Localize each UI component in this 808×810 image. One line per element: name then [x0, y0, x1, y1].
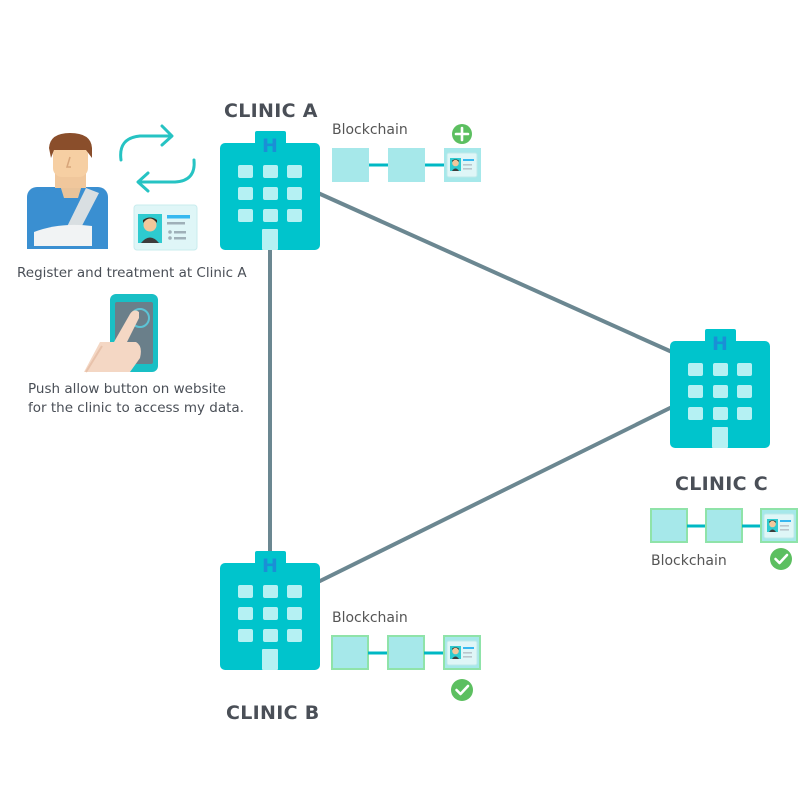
clinic-b-title: CLINIC B — [226, 702, 320, 724]
clinic-c-title: CLINIC C — [675, 473, 768, 495]
connection-lines — [268, 191, 673, 584]
link-a-c — [317, 191, 673, 354]
plus-circle-icon — [452, 124, 472, 144]
hospital-icon — [220, 551, 320, 670]
allow-caption-line2: for the clinic to access my data. — [28, 400, 244, 416]
refresh-arrows-icon — [119, 124, 196, 193]
link-b-c — [317, 405, 673, 584]
clinic-c-blockchain-label: Blockchain — [651, 553, 727, 569]
id-card-icon — [133, 204, 198, 251]
check-circle-icon — [451, 679, 473, 701]
phone-tap-icon — [84, 294, 158, 373]
hospital-icon — [670, 329, 770, 448]
patient-icon — [27, 133, 108, 249]
clinic-a-blockchain-label: Blockchain — [332, 122, 408, 138]
clinic-a-title: CLINIC A — [224, 100, 318, 122]
allow-caption-line1: Push allow button on website — [28, 381, 226, 397]
register-caption: Register and treatment at Clinic A — [17, 265, 247, 281]
check-circle-icon — [770, 548, 792, 570]
blockchain-clinic-a — [332, 148, 481, 182]
clinic-b-blockchain-label: Blockchain — [332, 610, 408, 626]
blockchain-clinic-c — [650, 508, 798, 543]
blockchain-clinic-b — [331, 635, 481, 670]
hospital-icon — [220, 131, 320, 250]
